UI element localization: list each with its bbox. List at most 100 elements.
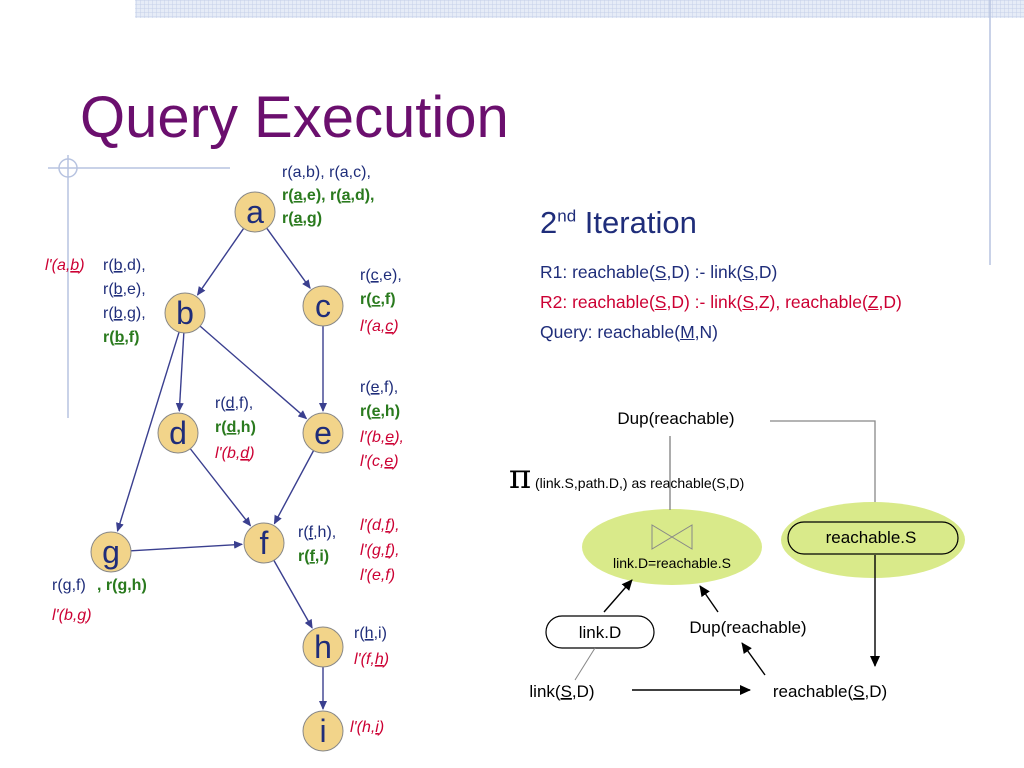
- annotation-text: r(a,g): [282, 210, 322, 227]
- edge-b-g: [116, 331, 180, 532]
- top-grid-band: [135, 0, 1024, 18]
- rule-variable: M: [680, 322, 695, 342]
- annotation-text: r(e,f),: [360, 379, 398, 396]
- rule-text: ,D) :- link(: [666, 292, 743, 312]
- deco-circle: [58, 158, 78, 178]
- annotation-text: l'(a,c): [360, 318, 399, 335]
- annotation-text: r(f,i): [298, 548, 329, 565]
- rule-query: Query: reachable(M,N): [540, 322, 718, 343]
- plan-connector-line: [770, 420, 876, 505]
- annotation-text: l'(h,i): [350, 719, 384, 736]
- node-i: i: [302, 710, 344, 752]
- node-a: a: [234, 191, 276, 233]
- edge-f-h: [273, 560, 313, 629]
- annotation-text: r(d,h): [215, 419, 256, 436]
- edge-a-b: [196, 228, 245, 296]
- iteration-heading: 2nd Iteration: [540, 205, 697, 241]
- rule-text: ,D) :- link(: [666, 262, 743, 282]
- edge-a-c: [266, 227, 311, 289]
- rule-text: ,D): [754, 262, 778, 282]
- rule-variable: S: [742, 262, 754, 282]
- annotation-text: r(b,d),: [103, 257, 146, 274]
- edge-b-d: [175, 332, 185, 413]
- annotation-text: l'(b,g): [52, 607, 92, 624]
- arrow-linkd-to-join: [603, 579, 633, 613]
- node-label: d: [169, 415, 187, 451]
- edge-e-f: [273, 450, 315, 525]
- annotation-text: r(e,h): [360, 403, 400, 420]
- annotation-text: r(h,i): [354, 625, 387, 642]
- arrow-dupmid-to-join: [699, 585, 719, 613]
- annotation-text: l'(c,e): [360, 453, 399, 470]
- annotation-text: r(f,h),: [298, 524, 336, 541]
- iteration-word: Iteration: [584, 205, 697, 240]
- node-label: i: [319, 713, 326, 749]
- node-label: a: [246, 194, 264, 230]
- annotation-text: l'(b,e),: [360, 429, 404, 446]
- node-label: c: [315, 288, 331, 324]
- node-circle: [243, 522, 285, 564]
- rule-r1: R1: reachable(S,D) :- link(S,D): [540, 262, 777, 283]
- node-circle: [234, 191, 276, 233]
- link-source-line: [574, 647, 596, 681]
- annotation-text: r(b,f): [103, 329, 139, 346]
- annotation-text: l'(e,f): [360, 567, 395, 584]
- node-c: c: [302, 285, 344, 327]
- node-circle: [302, 626, 344, 668]
- plan-dup-mid: Dup(reachable): [689, 618, 806, 637]
- plan-projection: (link.S,path.D,) as reachable(S,D): [535, 475, 744, 491]
- pi-symbol: π: [509, 457, 531, 497]
- page-title: Query Execution: [80, 85, 509, 150]
- join-ellipse: [582, 509, 762, 585]
- annotation-text: l'(d,f),: [360, 517, 400, 534]
- link-d-cloud: [545, 615, 655, 649]
- node-e: e: [302, 412, 344, 454]
- edge-d-f: [189, 448, 252, 527]
- annotation-text: r(a,e), r(a,d),: [282, 187, 375, 204]
- rule-text: ,N): [694, 322, 718, 342]
- node-label: g: [102, 534, 120, 570]
- annotation-text: l'(f,h): [354, 651, 389, 668]
- node-circle: [302, 285, 344, 327]
- node-label: f: [260, 525, 269, 561]
- annotation-text: l'(b,d): [215, 445, 255, 462]
- node-b: b: [164, 292, 206, 334]
- annotation-text: r(d,f),: [215, 395, 253, 412]
- rule-variable: S: [742, 292, 754, 312]
- plan-link-d: link.D: [579, 623, 622, 642]
- iteration-number: 2: [540, 205, 558, 240]
- edge-g-f: [130, 540, 244, 552]
- reachable-s-ellipse: [781, 502, 965, 578]
- rule-text: R1: reachable(: [540, 262, 655, 282]
- node-h: h: [302, 626, 344, 668]
- annotation-text: , r(g,h): [97, 577, 147, 594]
- node-label: e: [314, 415, 332, 451]
- annotation-text: r(c,e),: [360, 267, 402, 284]
- plan-reachable-sd: reachable(S,D): [773, 682, 887, 701]
- node-circle: [164, 292, 206, 334]
- node-circle: [90, 531, 132, 573]
- annotation-text: l'(g,f),: [360, 542, 400, 559]
- node-circle: [302, 710, 344, 752]
- iteration-suffix: nd: [557, 206, 577, 226]
- annotation-text: l'(a,b): [45, 257, 85, 274]
- annotation-text: r(c,f): [360, 291, 396, 308]
- rule-text: Query: reachable(: [540, 322, 681, 342]
- plan-top-dup: Dup(reachable): [617, 409, 734, 428]
- rule-text: ,D): [878, 292, 902, 312]
- plan-link-sd: link(S,D): [529, 682, 594, 701]
- annotation-text: r(a,b), r(a,c),: [282, 164, 371, 181]
- join-icon: [651, 524, 693, 550]
- rule-text: R2: reachable(: [540, 292, 655, 312]
- rule-r2: R2: reachable(S,D) :- link(S,Z), reachab…: [540, 292, 902, 313]
- edge-b-e: [199, 325, 308, 420]
- rule-variable: S: [654, 292, 667, 312]
- rule-variable: S: [654, 262, 667, 282]
- annotation-text: r(g,f): [52, 577, 86, 594]
- node-g: g: [90, 531, 132, 573]
- node-label: b: [176, 295, 194, 331]
- node-d: d: [157, 412, 199, 454]
- node-circle: [302, 412, 344, 454]
